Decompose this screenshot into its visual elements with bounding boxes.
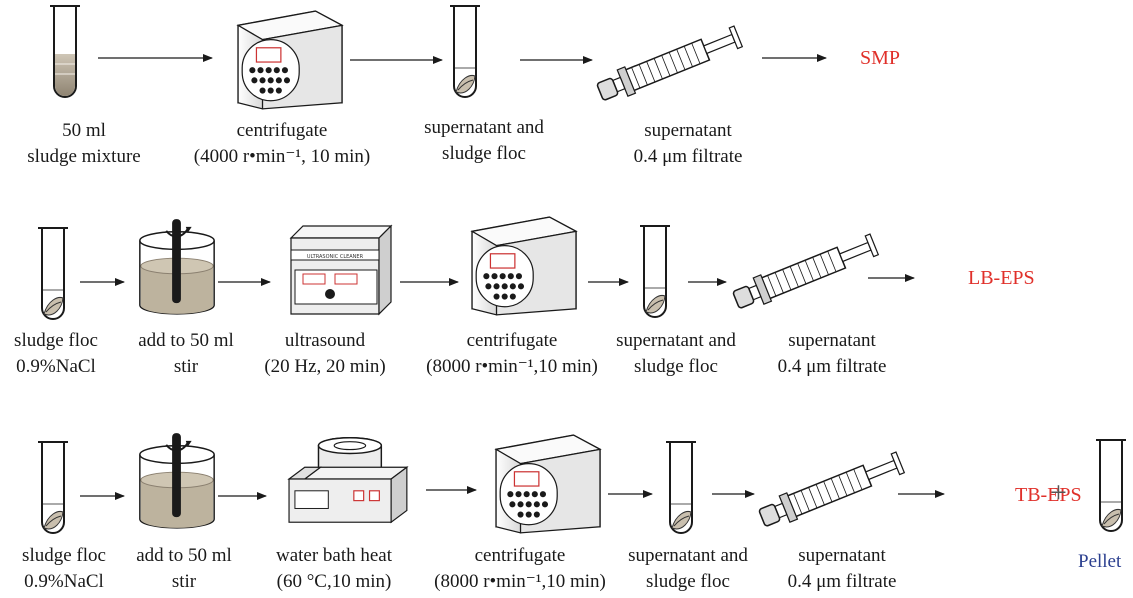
step-label-line: sludge floc [442, 143, 526, 164]
step-label: supernatant 0.4 μm filtrate [732, 543, 952, 595]
product-label: SMP [860, 47, 901, 69]
step-label: ultrasound (20 Hz, 20 min) [215, 328, 435, 380]
step-label-line: (60 °C,10 min) [276, 571, 392, 592]
step-label-line: (8000 r•min⁻¹,10 min) [426, 356, 598, 377]
step-label-line: stir [171, 571, 197, 592]
centrifuge-icon [471, 216, 577, 316]
step-label-line: 0.9%NaCl [24, 571, 104, 592]
syringe-filter-icon [755, 448, 907, 533]
step-label-line: supernatant and [424, 117, 544, 138]
step-label: add to 50 ml stir [74, 543, 294, 595]
centrifuge-icon [237, 10, 343, 110]
product-label: LB-EPS [968, 267, 1035, 289]
step-label-line: sludge floc [634, 356, 718, 377]
test-tube-icon [37, 441, 69, 534]
step-label-line: water bath heat [275, 545, 393, 566]
step-label-line: supernatant and [628, 545, 748, 566]
pellet-label: Pellet [1078, 551, 1122, 572]
step-label-line: centrifugate [466, 330, 558, 351]
step-label-line: (8000 r•min⁻¹,10 min) [434, 571, 606, 592]
plus-sign: + [1050, 476, 1067, 509]
step-label: supernatant and sludge floc [566, 328, 786, 380]
step-label: supernatant and sludge floc [374, 115, 594, 167]
step-label-line: (4000 r•min⁻¹, 10 min) [193, 146, 371, 167]
step-label: add to 50 ml stir [76, 328, 296, 380]
centrifuge-icon [495, 434, 601, 534]
stirred-beaker-icon [138, 432, 216, 529]
step-label: sludge floc 0.9%NaCl [0, 543, 174, 595]
step-label-line: centrifugate [474, 545, 566, 566]
step-label: water bath heat (60 °C,10 min) [224, 543, 444, 595]
step-label-line: supernatant [798, 545, 886, 566]
step-label-line: 0.4 μm filtrate [633, 146, 743, 167]
step-label-line: supernatant and [616, 330, 736, 351]
test-tube-icon [449, 5, 481, 98]
step-label-line: ultrasound [284, 330, 366, 351]
water-bath-icon [288, 437, 408, 523]
step-label: centrifugate (8000 r•min⁻¹,10 min) [410, 543, 630, 595]
step-label-line: centrifugate [236, 120, 328, 141]
product-label: TB-EPS [1015, 484, 1082, 506]
syringe-filter-icon [593, 22, 745, 107]
step-label-line: add to 50 ml [138, 330, 234, 351]
test-tube-icon [37, 227, 69, 320]
test-tube-icon [639, 225, 671, 318]
step-label: supernatant and sludge floc [578, 543, 798, 595]
step-label-line: sludge floc [14, 330, 98, 351]
stirred-beaker-icon [138, 218, 216, 315]
step-label-line: (20 Hz, 20 min) [264, 356, 386, 377]
step-label-line: 0.4 μm filtrate [777, 356, 887, 377]
step-label: centrifugate (8000 r•min⁻¹,10 min) [402, 328, 622, 380]
step-label-line: sludge floc [22, 545, 106, 566]
step-label-line: 0.9%NaCl [16, 356, 96, 377]
step-label: supernatant 0.4 μm filtrate [578, 118, 798, 170]
step-label-line: sludge mixture [27, 146, 141, 167]
step-label-line: sludge floc [646, 571, 730, 592]
step-label-line: stir [173, 356, 199, 377]
step-label: sludge floc 0.9%NaCl [0, 328, 166, 380]
test-tube-icon [49, 5, 81, 98]
step-label: centrifugate (4000 r•min⁻¹, 10 min) [172, 118, 392, 170]
step-label-line: supernatant [644, 120, 732, 141]
syringe-filter-icon [729, 230, 881, 315]
ultrasonic-cleaner-icon [290, 225, 392, 315]
step-label-line: add to 50 ml [136, 545, 232, 566]
step-label-line: 50 ml [62, 120, 106, 141]
step-label: supernatant 0.4 μm filtrate [722, 328, 942, 380]
step-label: 50 ml sludge mixture [0, 118, 194, 170]
step-label-line: supernatant [788, 330, 876, 351]
step-label-line: 0.4 μm filtrate [787, 571, 897, 592]
test-tube-icon [1095, 439, 1127, 532]
test-tube-icon [665, 441, 697, 534]
